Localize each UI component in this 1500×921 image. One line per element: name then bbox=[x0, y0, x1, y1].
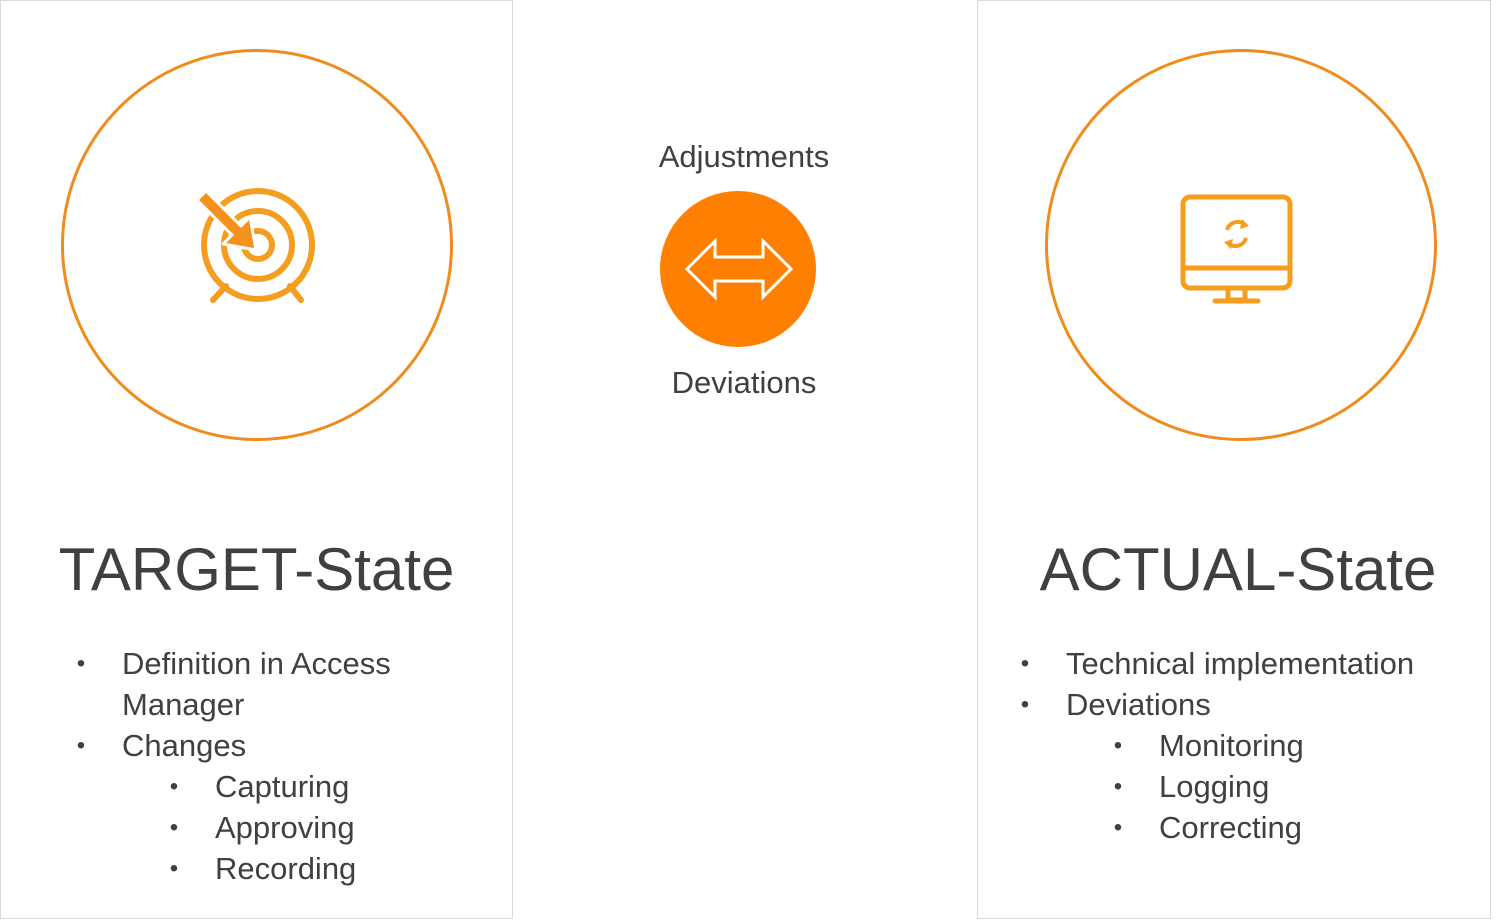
list-item: • Changes bbox=[75, 725, 505, 766]
target-state-list: • Definition in Access Manager • Changes… bbox=[75, 643, 505, 889]
list-subitem: • Correcting bbox=[1019, 807, 1494, 848]
adjustments-label: Adjustments bbox=[658, 139, 830, 174]
target-arrow-icon bbox=[189, 188, 315, 303]
double-arrow-icon bbox=[684, 237, 794, 301]
list-item-continuation: Manager bbox=[122, 687, 245, 722]
bullet-icon: • bbox=[76, 732, 86, 759]
actual-state-title: ACTUAL-State bbox=[1039, 536, 1437, 603]
list-item: • Technical implementation bbox=[1019, 643, 1494, 684]
list-item: • Definition in Access bbox=[75, 643, 505, 684]
bullet-icon: • bbox=[1113, 732, 1123, 759]
list-item: • Deviations bbox=[1019, 684, 1494, 725]
bullet-icon: • bbox=[169, 814, 179, 841]
bullet-icon: • bbox=[169, 855, 179, 882]
list-subitem: • Monitoring bbox=[1019, 725, 1494, 766]
bullet-icon: • bbox=[76, 650, 86, 677]
bullet-icon: • bbox=[169, 773, 179, 800]
target-icon-circle bbox=[61, 49, 453, 441]
bullet-icon: • bbox=[1113, 773, 1123, 800]
list-subitem: • Logging bbox=[1019, 766, 1494, 807]
actual-state-list: • Technical implementation • Deviations … bbox=[1019, 643, 1494, 848]
bullet-icon: • bbox=[1020, 691, 1030, 718]
list-subitem: • Recording bbox=[75, 848, 505, 889]
list-subitem: • Capturing bbox=[75, 766, 505, 807]
deviations-label: Deviations bbox=[671, 365, 817, 400]
monitor-refresh-icon bbox=[1180, 194, 1293, 304]
bullet-icon: • bbox=[1020, 650, 1030, 677]
list-subitem: • Approving bbox=[75, 807, 505, 848]
bullet-icon: • bbox=[1113, 814, 1123, 841]
target-state-title: TARGET-State bbox=[58, 536, 455, 603]
